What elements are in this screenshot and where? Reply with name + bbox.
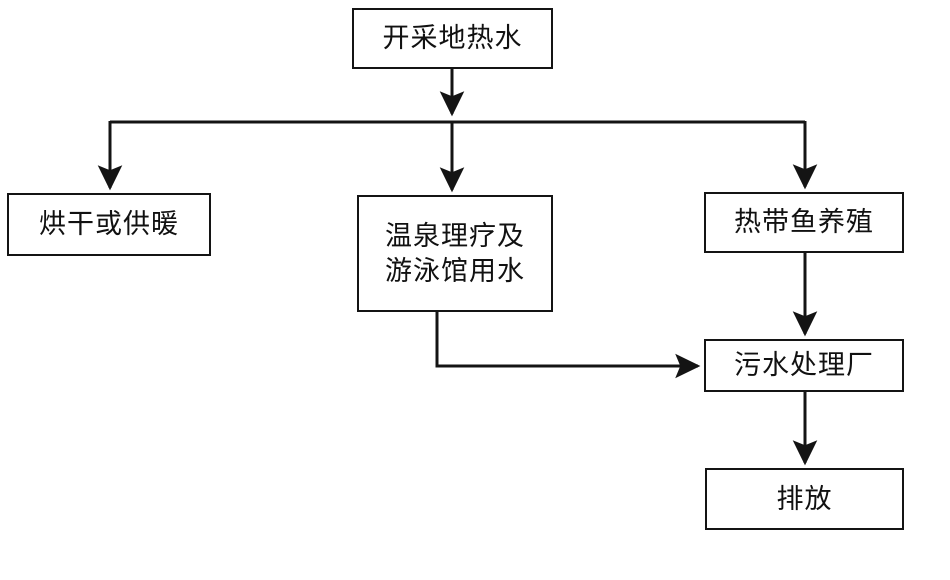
node-drying-or-heating[interactable]: 烘干或供暖 xyxy=(7,193,211,256)
node-discharge[interactable]: 排放 xyxy=(705,468,904,530)
node-label: 热带鱼养殖 xyxy=(734,207,874,238)
node-label: 温泉理疗及 游泳馆用水 xyxy=(385,220,525,286)
node-tropical-fish-farming[interactable]: 热带鱼养殖 xyxy=(704,192,904,253)
node-label: 污水处理厂 xyxy=(734,350,874,381)
node-label: 开采地热水 xyxy=(382,23,523,54)
node-hot-spring-therapy-and-pool-water[interactable]: 温泉理疗及 游泳馆用水 xyxy=(357,195,553,312)
node-wastewater-treatment-plant[interactable]: 污水处理厂 xyxy=(704,339,904,392)
node-label: 烘干或供暖 xyxy=(39,209,179,240)
node-label: 排放 xyxy=(776,483,833,514)
node-extract-geothermal-water[interactable]: 开采地热水 xyxy=(352,8,553,69)
connector-spa-to-plant xyxy=(435,312,701,379)
